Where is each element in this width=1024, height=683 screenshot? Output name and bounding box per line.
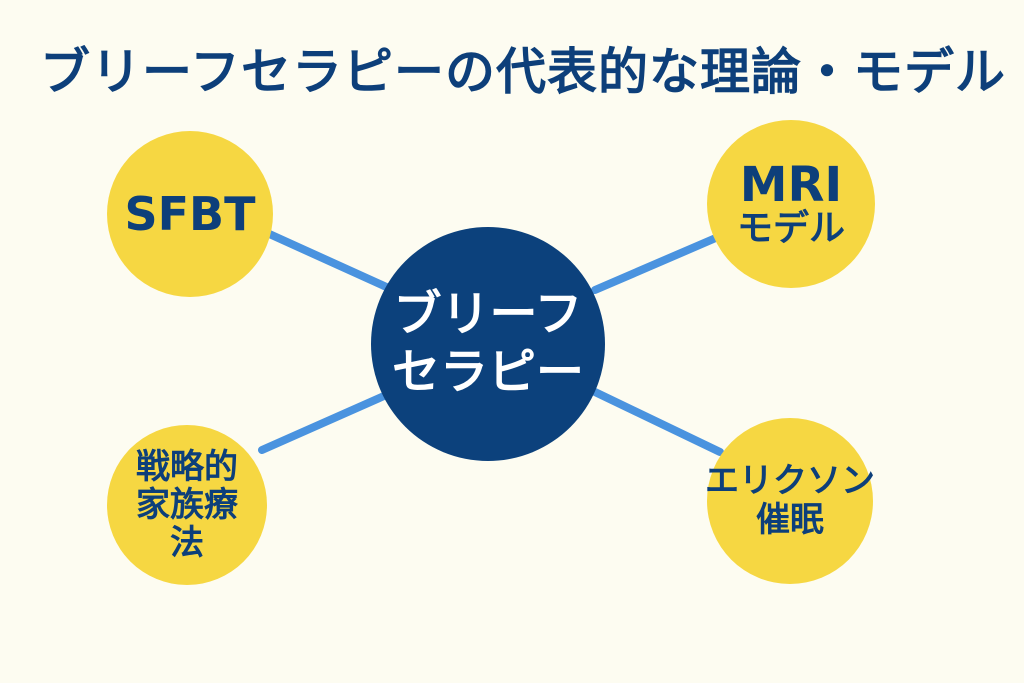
connector-erickson <box>591 388 724 456</box>
node-mri-label-1: モデル <box>736 208 845 250</box>
connector-mri <box>591 233 722 294</box>
connector-strategic <box>258 388 397 454</box>
node-strategic-label-2: 法 <box>170 523 204 564</box>
node-mri-label-0: MRI <box>739 156 843 213</box>
node-sfbt-label-0: SFBT <box>124 187 256 241</box>
node-brief-therapy-center: ブリーフ セラピー <box>371 227 605 461</box>
node-strategic-family-therapy: 戦略的 家族療 法 <box>107 425 267 585</box>
node-strategic-label-0: 戦略的 <box>136 446 238 487</box>
node-erickson-label-0: エリクソン <box>705 460 875 501</box>
page-title: ブリーフセラピーの代表的な理論・モデル <box>40 43 1006 101</box>
node-mri-model: MRI モデル <box>707 120 875 288</box>
node-sfbt: SFBT <box>107 131 273 297</box>
center-label-1: セラピー <box>391 344 584 400</box>
node-ericksonian-hypnosis: エリクソン 催眠 <box>705 418 875 584</box>
connector-sfbt <box>261 228 397 294</box>
center-label-0: ブリーフ <box>393 286 583 343</box>
node-erickson-label-1: 催眠 <box>756 500 824 540</box>
node-strategic-label-1: 家族療 <box>136 484 238 525</box>
